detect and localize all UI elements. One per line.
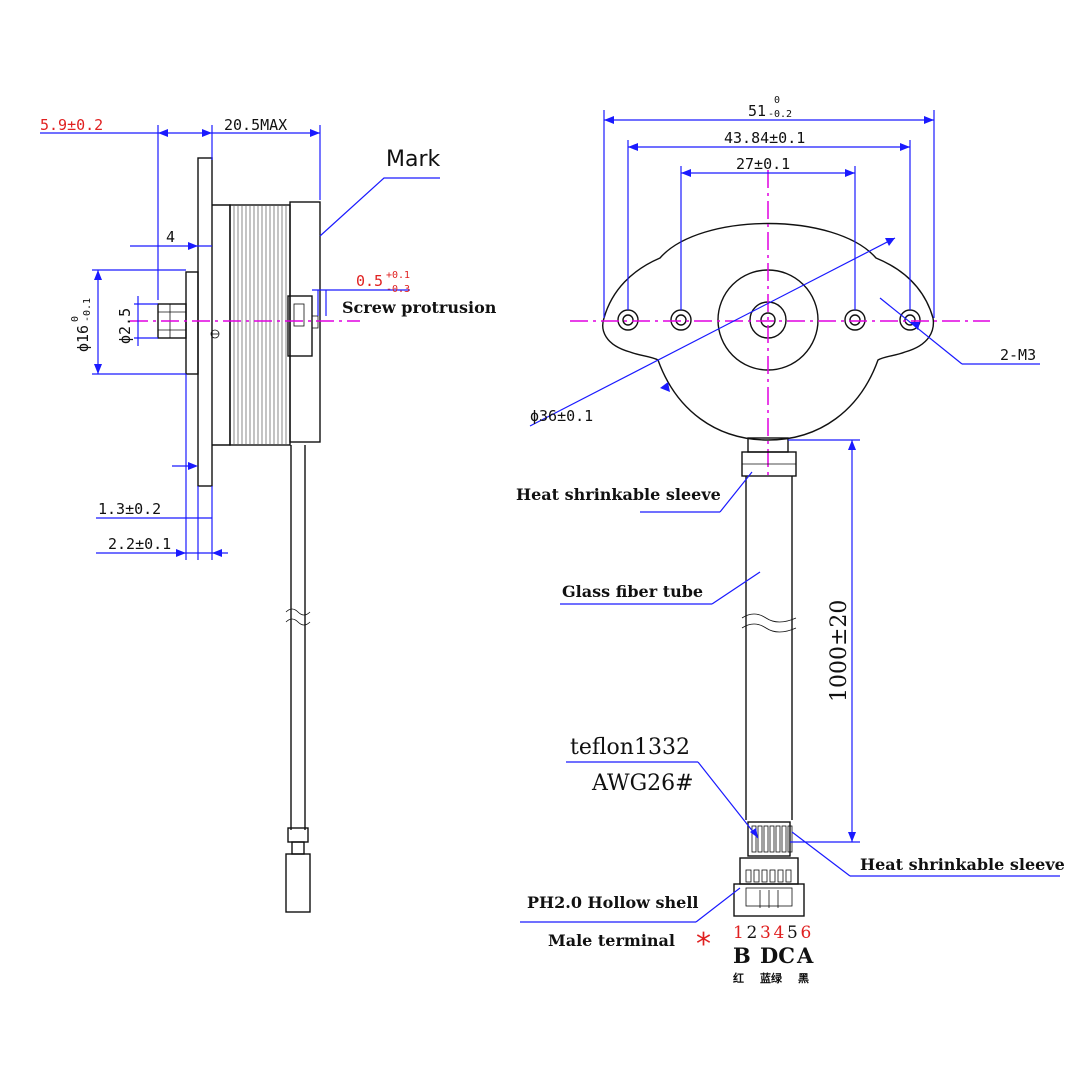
dim-51-lower: -0.2 (768, 109, 792, 120)
label-ph20: PH2.0 Hollow shell (527, 893, 699, 912)
pin-name-a: A (796, 943, 814, 968)
dim-d16: ϕ16 (74, 325, 92, 352)
pin-name-b: B (733, 943, 751, 968)
label-glass-tube: Glass fiber tube (562, 582, 703, 601)
pin-number-4: 4 (774, 923, 785, 943)
side-view: 5.9±0.2 20.5MAX Mark 4 0.5 +0.1 -0.3 Scr… (40, 116, 497, 913)
dim-d16-lower: -0.1 (82, 298, 93, 322)
dim-d2-5: ϕ2.5 (116, 308, 134, 344)
label-male-terminal: Male terminal (548, 931, 675, 950)
label-teflon: teflon1332 (570, 735, 690, 760)
pin-number-3: 3 (760, 923, 771, 943)
label-heat-sleeve-top: Heat shrinkable sleeve (516, 485, 721, 504)
pin-number-2: 2 (747, 923, 758, 943)
dim-1000: 1000±20 (827, 600, 852, 702)
dim-27: 27±0.1 (736, 155, 790, 173)
front-view: 51 0 -0.2 43.84±0.1 27±0.1 ϕ36±0.1 2-M3 … (516, 95, 1065, 985)
label-2-m3: 2-M3 (1000, 346, 1036, 364)
dim-51-upper: 0 (774, 95, 780, 106)
dim-4: 4 (166, 228, 175, 246)
label-screw-protrusion: Screw protrusion (342, 298, 497, 317)
dim-5-9: 5.9±0.2 (40, 116, 103, 134)
asterisk-mark: * (696, 927, 711, 962)
label-heat-sleeve-bottom: Heat shrinkable sleeve (860, 855, 1065, 874)
pin-number-1: 1 (733, 923, 744, 943)
dim-20-5: 20.5MAX (224, 116, 287, 134)
pin-cn-b: 红 (733, 971, 744, 985)
dim-2-2: 2.2±0.1 (108, 535, 171, 553)
pin-cn-a: 黑 (798, 972, 809, 985)
dim-0-5-lower: -0.3 (386, 284, 410, 295)
dim-0-5: 0.5 (356, 272, 383, 290)
pin-number-6: 6 (801, 923, 812, 943)
dim-51: 51 (748, 102, 766, 120)
pin-number-5: 5 (787, 923, 798, 943)
pin-cn-dc: 蓝绿 (760, 971, 783, 985)
dim-1-3: 1.3±0.2 (98, 500, 161, 518)
dim-43-84: 43.84±0.1 (724, 129, 805, 147)
dim-0-5-upper: +0.1 (386, 270, 410, 281)
dim-d36: ϕ36±0.1 (530, 407, 593, 425)
dim-d16-upper: 0 (70, 316, 81, 322)
label-awg: AWG26# (591, 771, 694, 796)
pin-name-dc: DC (760, 943, 795, 968)
label-mark: Mark (386, 147, 441, 172)
